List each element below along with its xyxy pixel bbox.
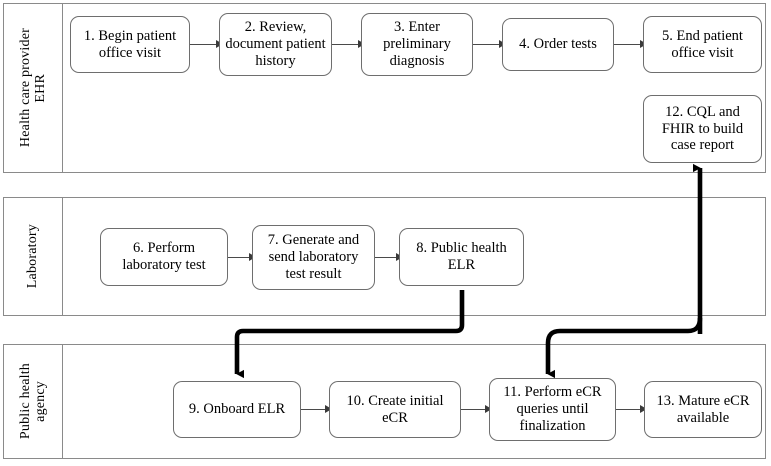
swimlane-label-agency-line2: agency — [32, 381, 48, 422]
node-2-review-document-patient-history[interactable]: 2. Review, document patient history — [219, 13, 332, 76]
connector-n1-n2 — [190, 44, 219, 45]
node-7-generate-and-send-laboratory-test-result[interactable]: 7. Generate and send laboratory test res… — [252, 225, 375, 290]
arrowhead-n9-n10 — [325, 405, 332, 413]
node-10-create-initial-ecr[interactable]: 10. Create initial eCR — [329, 381, 461, 438]
node-1-begin-patient-office-visit[interactable]: 1. Begin patient office visit — [70, 16, 190, 73]
node-3-enter-preliminary-diagnosis[interactable]: 3. Enter preliminary diagnosis — [361, 13, 473, 76]
node-5-end-patient-office-visit[interactable]: 5. End patient office visit — [643, 16, 762, 73]
connector-n6-n7 — [228, 257, 252, 258]
swimlane-label-laboratory: Laboratory — [4, 198, 63, 315]
arrowhead-n10-n11 — [485, 405, 492, 413]
connector-n9-n10 — [301, 409, 329, 410]
node-4-order-tests[interactable]: 4. Order tests — [502, 18, 614, 71]
swimlane-label-provider-line1: Health care provider — [17, 28, 33, 148]
arrowhead-n11-n13 — [640, 405, 647, 413]
connector-n4-n5 — [614, 44, 643, 45]
swimlane-label-laboratory-line1: Laboratory — [25, 224, 40, 289]
node-6-perform-laboratory-test[interactable]: 6. Perform laboratory test — [100, 228, 228, 286]
node-12-cql-and-fhir-to-build-case-report[interactable]: 12. CQL and FHIR to build case report — [643, 95, 762, 163]
swimlane-label-provider-line2: EHR — [32, 73, 48, 103]
connector-n3-n4 — [473, 44, 502, 45]
node-8-public-health-elr[interactable]: 8. Public health ELR — [399, 228, 524, 286]
connector-n10-n11 — [461, 409, 489, 410]
swimlane-label-agency-line1: Public health — [17, 363, 33, 440]
connector-n11-n13 — [616, 409, 644, 410]
connector-n7-n8 — [375, 257, 399, 258]
swimlane-label-provider: Health care provider EHR — [4, 4, 63, 172]
node-9-onboard-elr[interactable]: 9. Onboard ELR — [173, 381, 301, 438]
node-11-perform-ecr-queries-until-finalization[interactable]: 11. Perform eCR queries until finalizati… — [489, 378, 616, 441]
connector-n2-n3 — [332, 44, 361, 45]
node-13-mature-ecr-available[interactable]: 13. Mature eCR available — [644, 381, 762, 438]
swimlane-label-agency: Public health agency — [4, 345, 63, 458]
